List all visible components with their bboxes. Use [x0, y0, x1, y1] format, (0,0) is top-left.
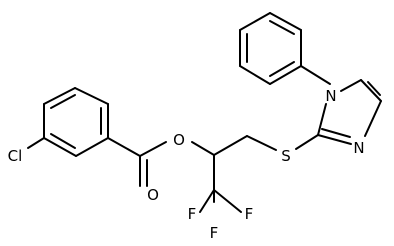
bond	[50, 133, 76, 149]
carbonyl-oxygen-label: O	[147, 186, 159, 204]
bond	[239, 65, 271, 85]
bond	[317, 134, 352, 145]
bond	[295, 134, 319, 150]
bond	[50, 94, 76, 109]
bond	[360, 79, 382, 102]
bond	[269, 61, 295, 77]
sulfur-label: S	[281, 147, 291, 165]
bond	[239, 12, 271, 31]
chlorine-label: Cl	[8, 147, 23, 165]
bond	[340, 79, 362, 92]
bond	[75, 137, 109, 157]
bond	[107, 137, 141, 157]
bond	[269, 65, 302, 85]
imidazole-n1-label: N	[325, 87, 336, 105]
bond	[317, 103, 327, 136]
bond	[27, 137, 45, 149]
bonds	[27, 12, 382, 213]
bond	[74, 87, 109, 105]
bond	[269, 12, 302, 31]
bond	[213, 135, 248, 156]
bond	[199, 189, 215, 213]
bond	[43, 87, 76, 105]
bond	[43, 137, 77, 157]
imidazole-n3-label: N	[353, 139, 364, 157]
bond	[300, 65, 331, 85]
fluorine-1-label: F	[188, 205, 197, 223]
bond	[246, 135, 277, 151]
fluorine-3-label: F	[210, 224, 219, 242]
bond	[321, 128, 351, 138]
ester-oxygen-label: O	[173, 131, 185, 149]
bond	[269, 20, 295, 35]
fluorine-2-label: F	[245, 205, 254, 223]
bond	[367, 81, 381, 96]
atom-labels: Cl O O S N N F F F	[8, 87, 365, 242]
bond	[191, 141, 215, 156]
bond	[213, 189, 242, 213]
bond	[139, 141, 167, 157]
bond	[364, 100, 382, 137]
